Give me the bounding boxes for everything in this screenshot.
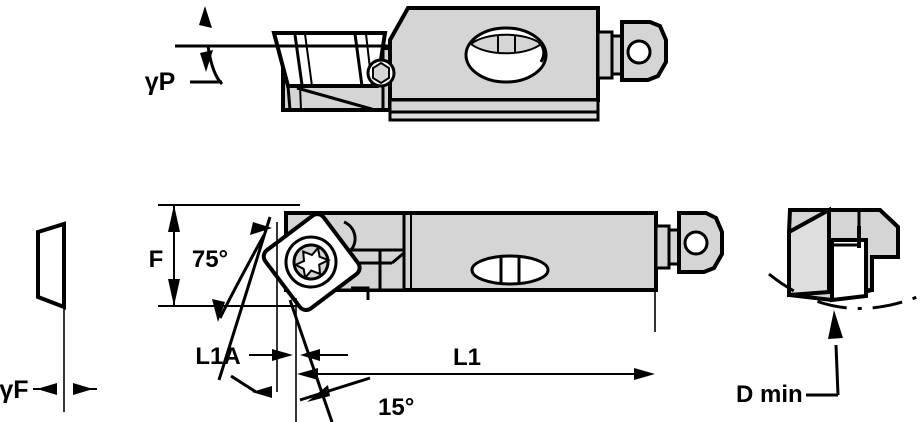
angle75-label: 75° — [192, 246, 228, 273]
dmin-label: D min — [736, 381, 803, 408]
angle15-arrow — [307, 385, 330, 402]
angle75-arrow-upper — [250, 222, 272, 235]
F-arrow-bottom — [168, 279, 180, 306]
locating-hole-chamfer — [469, 33, 543, 55]
insert-trapezoid-profile — [36, 221, 66, 310]
angle15-leader-upper — [299, 376, 371, 402]
L1A-arrow-right — [272, 349, 293, 361]
insert-seat-shim-edge — [351, 286, 370, 300]
dmin-leader-diagonal — [834, 344, 840, 396]
hole-arc-detail — [536, 39, 546, 63]
rear-screw-bore-top — [626, 39, 652, 65]
angle75-arrow-lower — [212, 299, 225, 322]
angle75-arc — [218, 234, 266, 319]
gammaP-label: γP — [145, 68, 176, 96]
L1-arrow-left — [297, 368, 318, 380]
angle15-arrow-left — [252, 386, 272, 398]
angle15-label: 15° — [378, 394, 414, 421]
angle75-leg-line — [217, 216, 272, 381]
gammaP-arrow-lower — [200, 50, 213, 72]
dmin-arrow — [828, 310, 843, 339]
F-arrow-top — [168, 205, 180, 232]
body-lower-rail-a — [388, 98, 600, 114]
view-dmin-detail: D min — [736, 206, 923, 408]
dmin-nose-front-face — [830, 238, 868, 303]
view-side: F 75° L1A L1 15° — [149, 204, 724, 422]
coolant-slot-side — [470, 254, 550, 286]
L1-arrow-right — [634, 368, 655, 380]
torx-screw-drive — [293, 245, 331, 280]
view-insert-profile: γF — [0, 221, 97, 412]
rear-screw-shaft-top — [596, 30, 614, 80]
rear-screw-bore-side — [683, 230, 709, 256]
pocket-edge-line-b — [304, 33, 313, 87]
pocket-edge-line-a — [293, 34, 304, 86]
rear-screw-shaft-side — [654, 224, 671, 270]
angle15-leader-left — [230, 374, 257, 394]
insert-seat-arc — [343, 220, 357, 251]
head-diagonal-edge — [296, 86, 376, 112]
L1A-label: L1A — [195, 343, 240, 370]
angle15-leg-line — [288, 299, 334, 422]
F-label: F — [149, 246, 164, 273]
gammaF-label: γF — [0, 376, 29, 404]
insert-group-side — [261, 212, 362, 313]
hex-screw-head-top — [372, 61, 390, 85]
gammaP-arrow-upper — [199, 6, 212, 28]
dmin-bore-arc — [768, 272, 923, 310]
step-chamfer — [391, 251, 405, 265]
pocket-edge-line-c — [353, 33, 364, 87]
view-top-rake: γP — [145, 6, 668, 122]
head-left-inner-line — [286, 85, 292, 111]
body-lower-rail-b — [388, 110, 600, 122]
L1-label: L1 — [453, 344, 481, 371]
